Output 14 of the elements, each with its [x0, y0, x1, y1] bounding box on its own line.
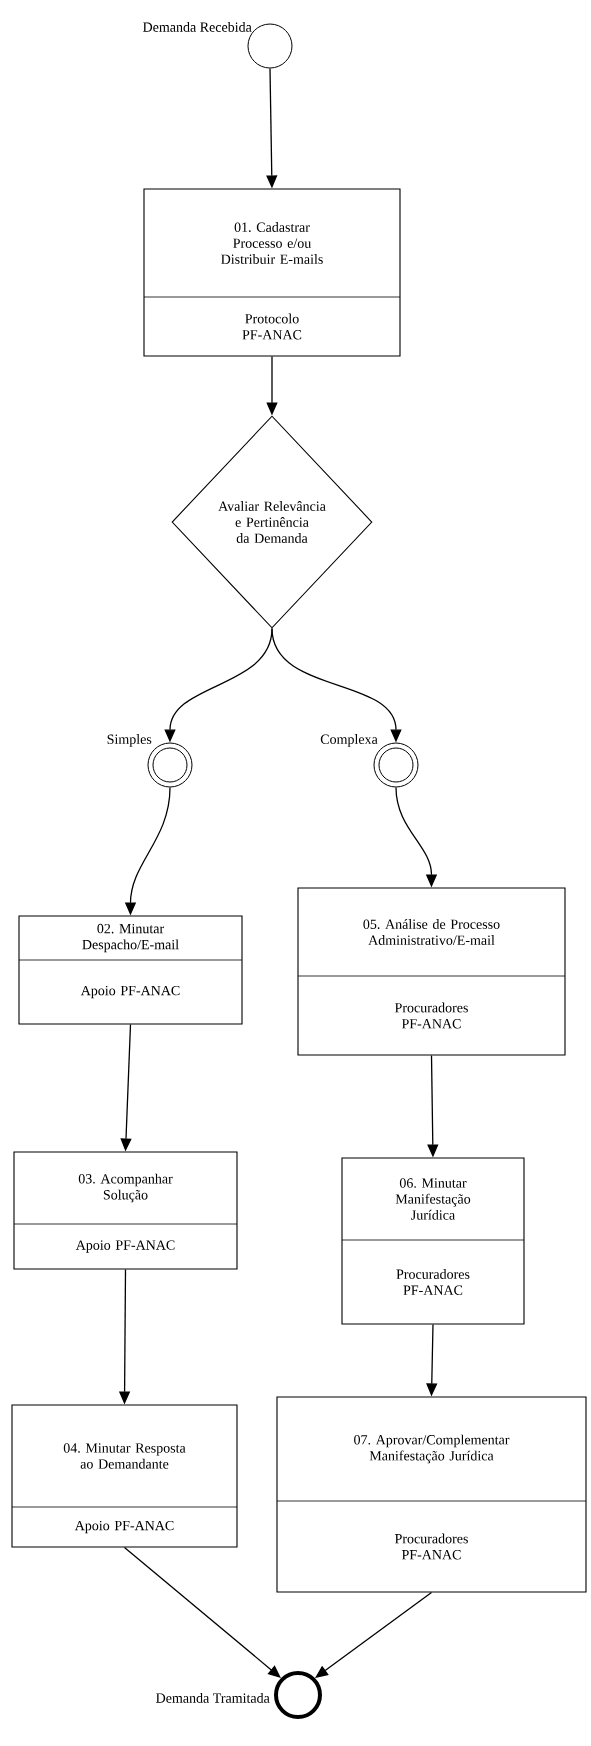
event-label: Simples	[107, 734, 152, 747]
task-box: 07. Aprovar/Complementar Manifestação Jurídica Procuradores PF-ANAC	[276, 1396, 587, 1593]
event-label: Demanda Recebida	[143, 21, 252, 32]
arrow	[123, 1546, 281, 1678]
task-box: 06. Minutar Manifestação Jurídica Procuradores PF-ANAC	[341, 1157, 525, 1325]
task-box: 01. Cadastrar Processo e/ou Distribuir E-mails Protocolo PF-ANAC	[143, 188, 401, 357]
task-box: 02. Minutar Despacho/E-mail Apoio PF-ANAC	[18, 915, 243, 1025]
arrow	[315, 1591, 433, 1678]
event-label: Demanda Tramitada	[156, 1692, 270, 1703]
task-box: 05. Análise de Processo Administrativo/E-mail Procuradores PF-ANAC	[297, 887, 566, 1056]
event-label: Complexa	[320, 734, 378, 747]
task-box: 03. Acompanhar Solução Apoio PF-ANAC	[13, 1151, 238, 1270]
end-event-circle	[274, 1671, 322, 1719]
task-box: 04. Minutar Resposta ao Demandante Apoio PF-ANAC	[11, 1404, 238, 1548]
